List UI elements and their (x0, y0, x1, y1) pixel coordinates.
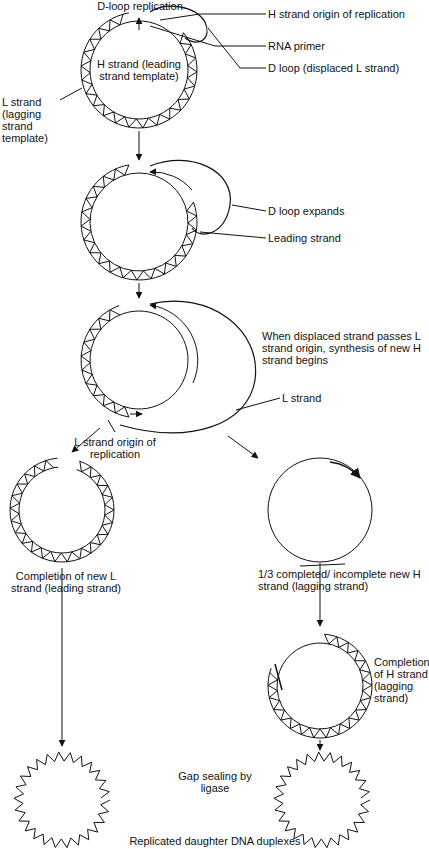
callout-label: Completion of new L strand (leading stra… (4, 570, 128, 594)
callout-label: D loop expands (268, 205, 388, 217)
strand-arc (90, 314, 130, 408)
strand-arc (19, 467, 105, 553)
strand-arc (277, 643, 363, 729)
callout-label: Leading strand (268, 232, 388, 244)
strand-arc (268, 458, 372, 562)
callout-label: L strand origin of replication (60, 436, 170, 460)
strand-arc (81, 165, 197, 280)
callout-label: L strand (282, 392, 362, 404)
dna-circle: H strand (leading strand template) (97, 40, 181, 100)
strand-arc (90, 174, 188, 271)
callout-label: RNA primer (268, 40, 368, 52)
strand-arc (280, 643, 324, 671)
callout-label: When displaced strand passes L strand or… (262, 330, 427, 366)
strand-arc (81, 305, 129, 417)
diagram-title: D-loop replication (40, 0, 240, 12)
callout-label: D loop (displaced L strand) (268, 62, 418, 74)
helix-zigzag (81, 165, 197, 280)
strand-arc (268, 634, 372, 738)
helix-zigzag (274, 752, 370, 848)
strand-label: H strand (leading strand template) (97, 58, 181, 82)
diagram-caption: Replicated daughter DNA duplexes (60, 835, 370, 847)
strand-arc (130, 21, 176, 39)
callout-label: 1/3 completed/ incomplete new H strand (… (258, 568, 428, 592)
strand-arc (10, 458, 114, 562)
callout-label: Gap sealing by ligase (165, 770, 265, 794)
helix-zigzag (268, 634, 372, 737)
strand-arc (81, 13, 197, 128)
strand-arc (122, 311, 188, 409)
helix-zigzag (81, 310, 129, 417)
callout-label: H strand origin of replication (268, 8, 428, 20)
helix-zigzag (81, 14, 197, 128)
helix-zigzag (14, 752, 110, 848)
helix-zigzag (10, 461, 114, 562)
callout-label: Completion of H strand (lagging strand) (374, 656, 429, 704)
callout-label: L strand (lagging strand template) (2, 96, 66, 144)
